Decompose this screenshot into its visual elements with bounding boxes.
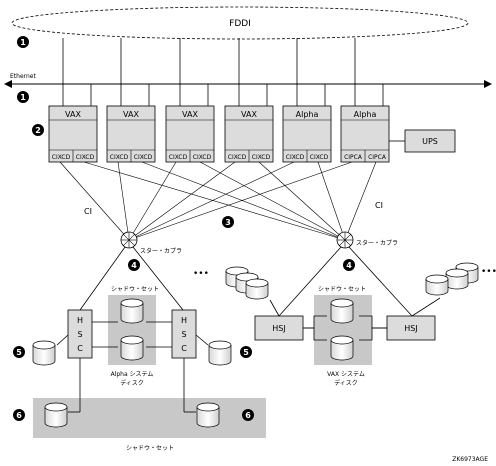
shadow-set-bottom-area bbox=[33, 398, 266, 438]
marker-3-ci: 3 bbox=[222, 216, 234, 228]
star-coupler-left-label: スター・カプラ bbox=[140, 247, 182, 255]
ethernet-arrow-left bbox=[4, 80, 12, 88]
node-port: CIXCD bbox=[252, 154, 271, 161]
disk-stack-right bbox=[425, 262, 479, 296]
vax-system-disk-label: ディスク bbox=[334, 379, 358, 387]
disk bbox=[44, 402, 68, 428]
node-name: VAX bbox=[241, 110, 257, 119]
fddi-label: FDDI bbox=[229, 19, 251, 29]
ellipsis-right: ••• bbox=[481, 267, 496, 277]
node-5: Alpha CIXCD CIXCD bbox=[282, 105, 332, 163]
ethernet-arrow-right bbox=[484, 80, 492, 88]
node-name: VAX bbox=[123, 110, 139, 119]
hsc-letter: C bbox=[181, 344, 187, 353]
controller-links bbox=[56, 297, 441, 413]
hsc-letter: S bbox=[181, 330, 186, 339]
ci-label-right: CI bbox=[375, 201, 383, 210]
disk bbox=[330, 335, 354, 361]
hsj-left-label: HSJ bbox=[272, 324, 285, 333]
svg-text:2: 2 bbox=[35, 126, 41, 135]
node-name: VAX bbox=[65, 110, 81, 119]
marker-4-right: 4 bbox=[343, 259, 355, 271]
shadow-set-bottom-label: シャドウ・セット bbox=[126, 444, 174, 452]
alpha-system-disk-label: ディスク bbox=[120, 379, 144, 387]
svg-text:6: 6 bbox=[245, 411, 251, 420]
node-port: CIXCD bbox=[286, 154, 305, 161]
disk bbox=[32, 340, 56, 366]
svg-text:6: 6 bbox=[16, 411, 22, 420]
svg-text:4: 4 bbox=[346, 261, 352, 270]
node-2: VAX CIXCD CIXCD bbox=[106, 105, 156, 163]
node-port: CIXCD bbox=[228, 154, 247, 161]
hsj-right-label: HSJ bbox=[404, 324, 417, 333]
marker-6-right: 6 bbox=[242, 409, 254, 421]
hsc-letter: S bbox=[77, 330, 82, 339]
star-coupler-right-label: スター・カプラ bbox=[356, 239, 398, 247]
svg-text:5: 5 bbox=[16, 348, 22, 357]
fddi-ring bbox=[11, 6, 469, 40]
ci-label-left: CI bbox=[84, 207, 92, 216]
disk bbox=[208, 340, 232, 366]
marker-1-ethernet: 1 bbox=[17, 91, 29, 103]
node-port: CIXCD bbox=[169, 154, 188, 161]
disk bbox=[120, 298, 144, 324]
marker-4-left: 4 bbox=[128, 259, 140, 271]
node-port: CIXCD bbox=[193, 154, 212, 161]
hsj-right bbox=[386, 315, 436, 341]
node-3: VAX CIXCD CIXCD bbox=[165, 105, 215, 163]
marker-5-left: 5 bbox=[13, 346, 25, 358]
node-name: VAX bbox=[182, 110, 198, 119]
hsc-left: H S C bbox=[67, 309, 93, 359]
marker-2-nodes: 2 bbox=[32, 124, 44, 136]
marker-5-right: 5 bbox=[240, 346, 252, 358]
hsc-letter: C bbox=[77, 344, 83, 353]
node-port: CIXCD bbox=[76, 154, 95, 161]
node-name: Alpha bbox=[354, 110, 377, 119]
node-port: CIXCD bbox=[110, 154, 129, 161]
svg-text:4: 4 bbox=[131, 261, 137, 270]
figure-id: ZK6973AGE bbox=[452, 456, 488, 463]
node-name: Alpha bbox=[296, 110, 319, 119]
svg-text:1: 1 bbox=[20, 93, 26, 102]
svg-text:5: 5 bbox=[243, 348, 249, 357]
node-1: VAX CIXCD CIXCD bbox=[48, 105, 98, 163]
disk-stack-left bbox=[225, 266, 269, 300]
node-port: CIXCD bbox=[52, 154, 71, 161]
ethernet-label: Ethernet bbox=[10, 73, 36, 80]
node-port: CIPCA bbox=[368, 154, 387, 161]
marker-6-left: 6 bbox=[13, 409, 25, 421]
alpha-system-disk-label: Alpha システム bbox=[111, 371, 154, 378]
node-6: Alpha CIPCA CIPCA bbox=[340, 105, 390, 163]
hsc-letter: H bbox=[77, 316, 83, 325]
svg-text:1: 1 bbox=[20, 38, 26, 47]
ups-label: UPS bbox=[422, 137, 438, 146]
svg-text:3: 3 bbox=[225, 218, 231, 227]
shadow-set-left-label: シャドウ・セット bbox=[111, 285, 159, 293]
vax-system-disk-label: VAX システム bbox=[327, 371, 365, 378]
node-port: CIXCD bbox=[134, 154, 153, 161]
marker-1-fddi: 1 bbox=[17, 36, 29, 48]
hsc-letter: H bbox=[181, 316, 187, 325]
network-drops bbox=[62, 38, 384, 106]
star-coupler-left bbox=[120, 231, 138, 249]
disk bbox=[120, 335, 144, 361]
disk bbox=[196, 402, 220, 428]
hsj-left bbox=[254, 315, 304, 341]
ci-cables bbox=[59, 161, 377, 241]
star-coupler-right bbox=[336, 231, 354, 249]
ups-box bbox=[404, 129, 456, 153]
shadow-set-right-label: シャドウ・セット bbox=[318, 285, 366, 293]
disk bbox=[330, 298, 354, 324]
coupler-to-controller-links bbox=[79, 246, 413, 317]
node-4: VAX CIXCD CIXCD bbox=[224, 105, 274, 163]
ellipsis-left: ••• bbox=[193, 269, 209, 279]
hsc-right: H S C bbox=[171, 309, 197, 359]
node-port: CIXCD bbox=[310, 154, 329, 161]
node-port: CIPCA bbox=[344, 154, 363, 161]
